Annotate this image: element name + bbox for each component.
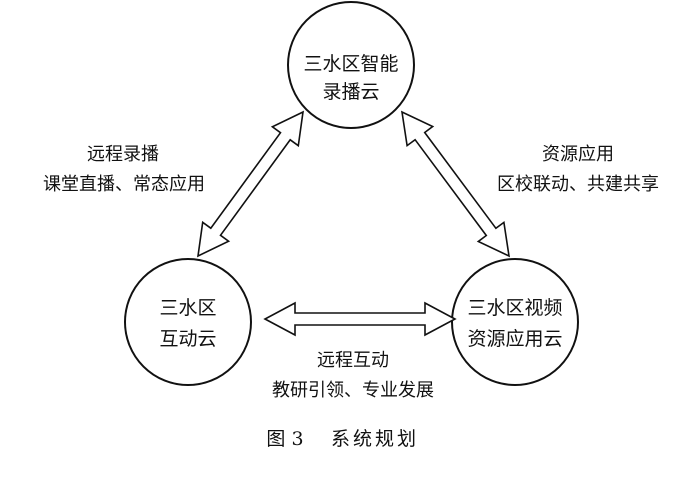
arrow-top-left — [197, 110, 304, 258]
edge-bottom-label-line2: 教研引领、专业发展 — [272, 380, 434, 401]
node-left-circle — [124, 258, 252, 386]
node-left-label-line1: 三水区 — [159, 297, 216, 319]
node-top-circle — [287, 1, 415, 129]
edge-left-label-line2: 课堂直播、常态应用 — [43, 174, 205, 195]
edge-right-label-line1: 资源应用 — [542, 144, 614, 165]
node-right-circle — [451, 258, 579, 386]
caption-label: 图 3 — [266, 428, 303, 450]
node-top-label-line2: 录播云 — [322, 81, 379, 103]
caption-title: 系统规划 — [331, 428, 419, 450]
edge-bottom-label-line1: 远程互动 — [317, 350, 389, 371]
arrow-left-right — [263, 301, 457, 337]
node-top-label-line1: 三水区智能 — [303, 53, 398, 75]
edge-right-label-line2: 区校联动、共建共享 — [497, 174, 659, 195]
arrow-top-right — [400, 110, 511, 258]
node-left-label-line2: 互动云 — [159, 328, 216, 350]
edge-left-label-line1: 远程录播 — [87, 144, 159, 165]
arrows-group — [197, 110, 511, 337]
node-right-label-line2: 资源应用云 — [467, 328, 562, 350]
node-right-label-line1: 三水区视频 — [467, 297, 562, 319]
